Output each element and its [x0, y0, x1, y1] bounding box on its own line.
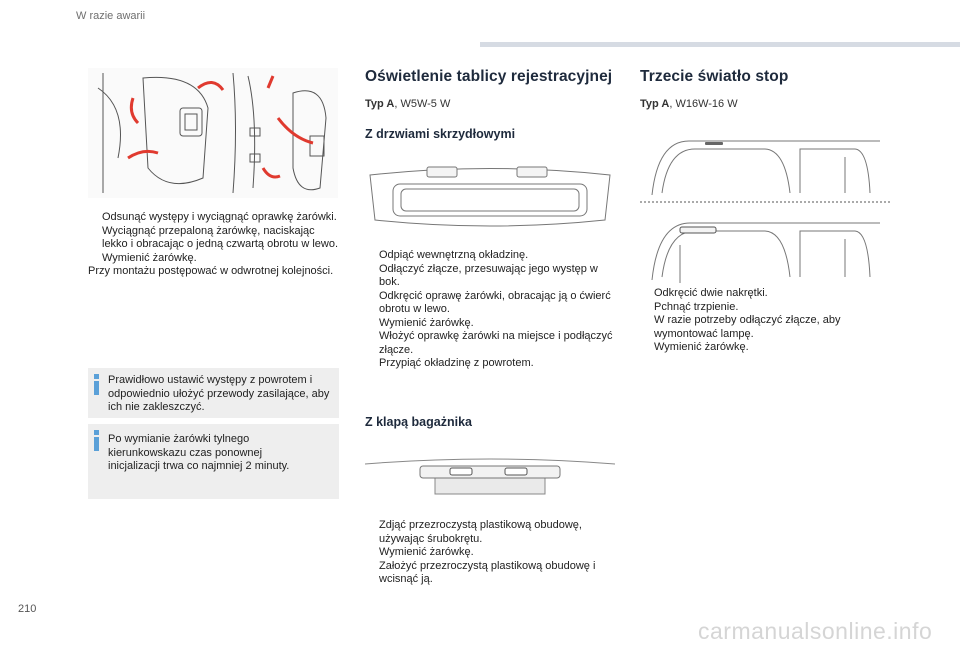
- list-item: Wymienić żarówkę.: [379, 546, 474, 558]
- subsection-heading: Z drzwiami skrzydłowymi: [365, 127, 516, 141]
- note-text: Po wymianie żarówki tylnego kierunkowska…: [108, 433, 290, 472]
- closing-text: Przy montażu postępować w odwrotnej kole…: [88, 265, 334, 277]
- list-item: Wymienić żarówkę.: [654, 341, 749, 353]
- section-title: W razie awarii: [76, 10, 146, 22]
- header-bar: [480, 42, 960, 47]
- section-heading: Trzecie światło stop: [640, 68, 789, 85]
- watermark: carmanualsonline.info: [698, 618, 933, 644]
- list-item: Odkręcić oprawę żarówki, obracając ją o …: [379, 289, 611, 316]
- stop-light-illustration: [640, 135, 890, 285]
- list-item: Założyć przezroczystą plastikową obudowę…: [379, 559, 596, 586]
- note-text: Prawidłowo ustawić występy z powrotem i …: [108, 374, 330, 413]
- info-icon: [94, 430, 100, 451]
- list-item: Odpiąć wewnętrzną okładzinę.: [379, 249, 529, 261]
- info-icon: [94, 374, 100, 395]
- list-item: Włożyć oprawkę żarówki na miejsce i podł…: [379, 330, 613, 356]
- list-item: Odłączyć złącze, przesuwając jego występ…: [379, 262, 598, 289]
- list-item: Wymienić żarówkę.: [379, 316, 474, 329]
- list-item: Odsunąć występy i wyciągnąć oprawkę żaró…: [102, 211, 337, 223]
- bulb-holder-illustration: [88, 68, 338, 198]
- note-box: Prawidłowo ustawić występy z powrotem i …: [88, 368, 339, 418]
- right-steps: Odkręcić dwie nakrętki. Pchnąć trzpienie…: [640, 287, 890, 355]
- list-item: Przypiąć okładzinę z powrotem.: [379, 357, 534, 369]
- list-item: Wymienić żarówkę.: [102, 251, 197, 264]
- tailgate-lamp-illustration: [365, 452, 615, 497]
- bulb-type: Typ A, W16W-16 W: [640, 98, 738, 110]
- bulb-type: Typ A, W5W-5 W: [365, 98, 451, 110]
- list-item: Odkręcić dwie nakrętki.: [654, 287, 768, 299]
- middle-steps-2: Zdjąć przezroczystą plastikową obudowę, …: [365, 519, 615, 587]
- subsection-heading: Z klapą bagażnika: [365, 415, 472, 429]
- section-heading: Oświetlenie tablicy rejestracyjnej: [365, 68, 613, 85]
- note-box: Po wymianie żarówki tylnego kierunkowska…: [88, 424, 339, 499]
- left-steps: Odsunąć występy i wyciągnąć oprawkę żaró…: [88, 211, 338, 279]
- list-item: W razie potrzeby odłączyć złącze, aby wy…: [654, 314, 841, 340]
- list-item: Zdjąć przezroczystą plastikową obudowę, …: [379, 519, 582, 545]
- page-number: 210: [18, 603, 37, 615]
- wing-door-lamp-illustration: [365, 160, 615, 235]
- list-item: Wyciągnąć przepaloną żarówkę, naciskając…: [102, 224, 339, 251]
- list-item: Pchnąć trzpienie.: [654, 300, 739, 313]
- middle-steps-1: Odpiąć wewnętrzną okładzinę. Odłączyć zł…: [365, 249, 615, 371]
